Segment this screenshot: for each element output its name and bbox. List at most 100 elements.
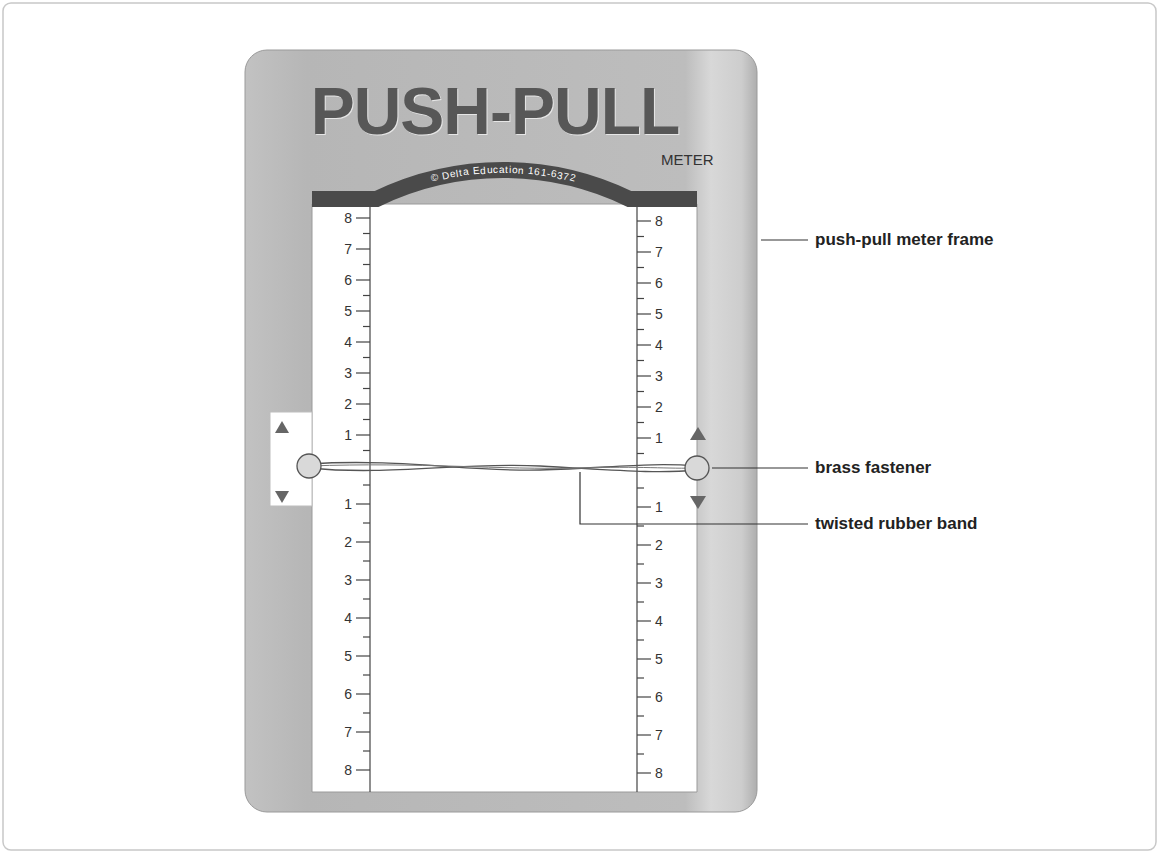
scale-number: 6: [655, 688, 677, 706]
scale-tick: [637, 375, 651, 376]
scale-tick: [363, 357, 370, 358]
scale-number: 4: [655, 612, 677, 630]
scale-tick: [637, 391, 644, 392]
scale-tick: [363, 712, 370, 713]
scale-tick: [363, 233, 370, 234]
scale-tick: [637, 422, 644, 423]
scale-line: [369, 207, 370, 792]
leader-line: [761, 239, 808, 240]
scale-tick: [363, 264, 370, 265]
up-arrow: [275, 421, 289, 433]
scale-tick: [637, 487, 644, 488]
scale-number: 6: [655, 274, 677, 292]
scale-tick: [356, 541, 370, 542]
scale-number: 7: [330, 723, 352, 741]
leader-line: [712, 467, 808, 468]
scale-tick: [356, 693, 370, 694]
scale-tick: [363, 388, 370, 389]
scale-tick: [637, 563, 644, 564]
scale-tick: [637, 601, 644, 602]
scale-ticks: [356, 218, 651, 773]
scale-tick: [356, 279, 370, 280]
scale-tick: [637, 313, 651, 314]
scale-tick: [637, 734, 651, 735]
scale-number: 2: [655, 536, 677, 554]
scale-number: 4: [655, 336, 677, 354]
scale-number: 5: [330, 647, 352, 665]
scale-tick: [363, 598, 370, 599]
down-arrow: [690, 496, 706, 509]
scale-tick: [356, 434, 370, 435]
scale-number: 6: [330, 685, 352, 703]
scale-tick: [637, 236, 644, 237]
scale-number: 2: [330, 395, 352, 413]
scale-tick: [356, 655, 370, 656]
scale-tick: [637, 582, 651, 583]
scale-tick: [637, 696, 651, 697]
scale-number: 5: [655, 650, 677, 668]
scale-tick: [363, 484, 370, 485]
scale-tick: [363, 326, 370, 327]
down-arrow: [275, 491, 289, 503]
scale-tick: [637, 772, 651, 773]
brass-fastener: [685, 456, 709, 480]
scale-tick: [356, 403, 370, 404]
up-arrow: [690, 427, 706, 440]
scale-number: 2: [655, 398, 677, 416]
scale-tick: [363, 522, 370, 523]
scale-tick: [637, 544, 651, 545]
scale-number: 1: [655, 429, 677, 447]
scale-number: 4: [330, 333, 352, 351]
scale-tick: [356, 372, 370, 373]
scale-tick: [637, 220, 651, 221]
scale-tick: [637, 525, 644, 526]
scale-number: 3: [330, 364, 352, 382]
rubber-band-strand: [309, 465, 697, 471]
rubber-band-strand: [309, 462, 697, 470]
scale-tick: [356, 617, 370, 618]
scale-tick: [637, 620, 651, 621]
scale-tick: [637, 344, 651, 345]
scale-tick: [356, 310, 370, 311]
scale-number: 8: [655, 212, 677, 230]
scale-number: 2: [330, 533, 352, 551]
scale-number: 1: [330, 426, 352, 444]
scale-tick: [356, 731, 370, 732]
callout-label: push-pull meter frame: [815, 230, 994, 250]
rubber-band-strand: [309, 465, 697, 468]
scale-number: 8: [655, 764, 677, 782]
scale-tick: [363, 450, 370, 451]
page-border: [3, 3, 1156, 850]
scale-tick: [637, 298, 644, 299]
scale-tick: [363, 750, 370, 751]
scale-tick: [637, 360, 644, 361]
scale-tick: [356, 579, 370, 580]
scale-tick: [363, 636, 370, 637]
scale-tick: [363, 295, 370, 296]
scale-tick: [637, 639, 644, 640]
scale-tick: [637, 658, 651, 659]
scale-number: 7: [330, 240, 352, 258]
scale-tick: [637, 506, 651, 507]
scale-number: 7: [655, 243, 677, 261]
scale-tick: [637, 282, 651, 283]
meter-subtitle: METER: [661, 151, 714, 169]
scale-line: [636, 207, 637, 792]
scale-tick: [637, 406, 651, 407]
meter-frame: PUSH-PULL METER© Delta Education 161-6372: [245, 50, 757, 812]
scale-tick: [363, 560, 370, 561]
scale-number: 4: [330, 609, 352, 627]
scale-tick: [356, 217, 370, 218]
copyright-text: © Delta Education 161-6372: [245, 50, 757, 250]
scale-number: 5: [330, 302, 352, 320]
brass-fastener: [297, 454, 321, 478]
scale-tick: [363, 419, 370, 420]
scale-tick: [637, 453, 644, 454]
scale-number: 8: [330, 209, 352, 227]
scale-tick: [637, 715, 644, 716]
scale-number: 3: [655, 367, 677, 385]
meter-title: PUSH-PULL: [311, 74, 680, 148]
scale-number: 8: [330, 761, 352, 779]
scale-tick: [637, 329, 644, 330]
scale-tick: [637, 753, 644, 754]
